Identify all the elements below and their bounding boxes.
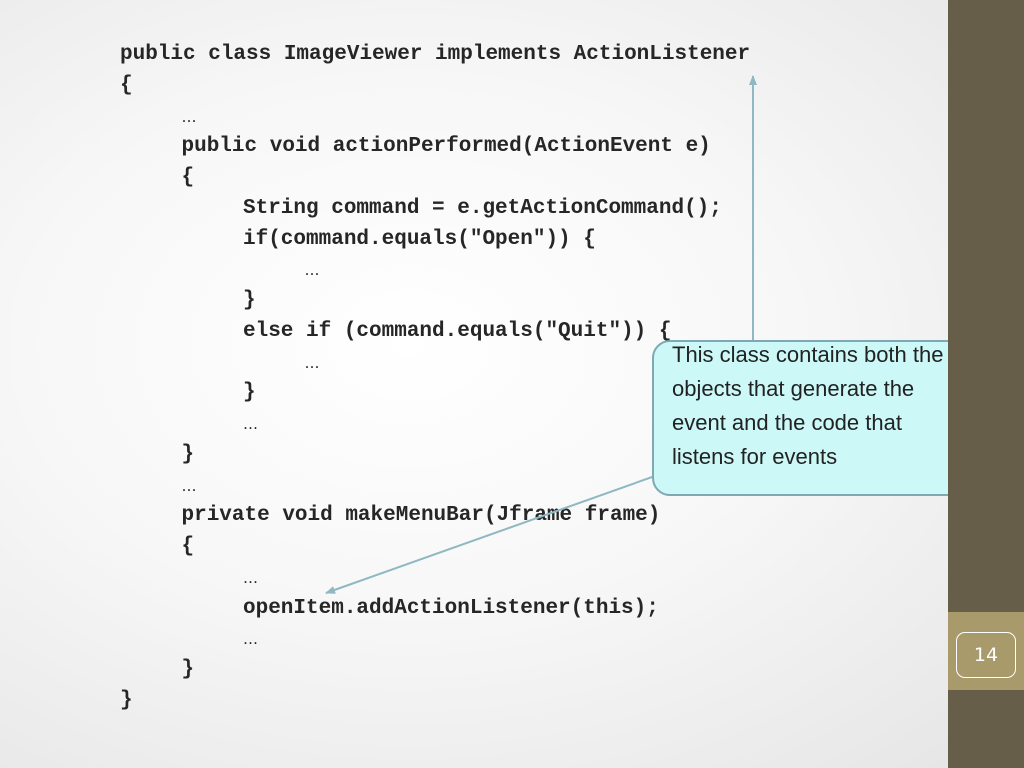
code-line: } xyxy=(243,289,256,312)
page-number-bracket xyxy=(956,632,1016,678)
code-ellipsis: … xyxy=(181,107,197,126)
code-line: } xyxy=(243,381,256,405)
code-line: String command = e.getActionCommand(); xyxy=(243,196,722,220)
callout-text: This class contains both the objects tha… xyxy=(672,342,944,469)
code-line: openItem.addActionListener(this); xyxy=(243,596,659,620)
code-line: } xyxy=(181,658,195,681)
code-line: } xyxy=(181,442,195,466)
code-ellipsis: … xyxy=(304,261,320,280)
code-line: public void actionPerformed(ActionEvent … xyxy=(181,135,711,159)
code-block: public class ImageViewer implements Acti… xyxy=(120,40,750,717)
callout-box: This class contains both the objects tha… xyxy=(652,340,974,496)
code-line: public class ImageViewer implements Acti… xyxy=(120,43,751,66)
code-line: { xyxy=(120,73,133,97)
code-line: if(command.equals("Open")) { xyxy=(243,227,596,251)
code-line: else if (command.equals("Quit")) { xyxy=(243,319,672,343)
code-ellipsis: … xyxy=(304,353,320,372)
code-line: { xyxy=(181,166,195,189)
code-line: { xyxy=(181,535,195,558)
code-ellipsis: … xyxy=(243,630,258,649)
code-ellipsis: … xyxy=(181,476,197,495)
code-ellipsis: … xyxy=(243,415,258,433)
code-line: private void makeMenuBar(Jframe frame) xyxy=(181,504,661,528)
code-ellipsis: … xyxy=(243,568,258,587)
code-line: } xyxy=(120,688,133,712)
page-number: 14 xyxy=(973,644,999,666)
